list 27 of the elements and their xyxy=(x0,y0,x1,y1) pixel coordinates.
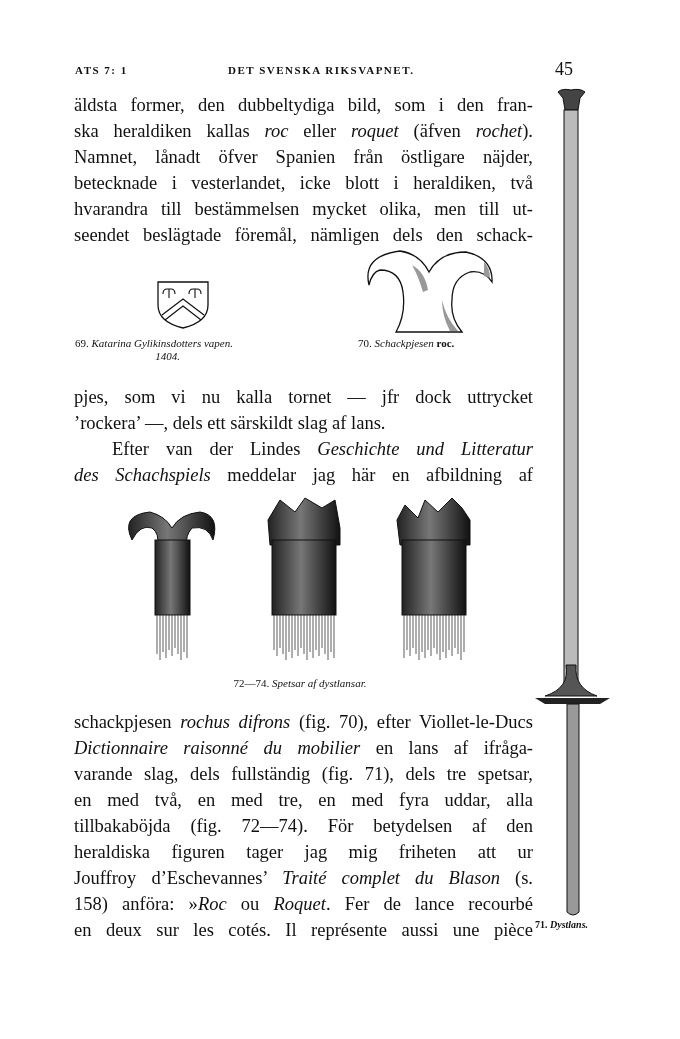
page-number: 45 xyxy=(555,59,573,80)
figure-caption: 70. Schackpjesen roc. xyxy=(358,337,455,350)
text-line: 158) anföra: »Roc ou Roquet. Fer de lance recourbé xyxy=(74,894,533,916)
text-line: tillbakaböjda (fig. 72—74). För betydelsen af den xyxy=(74,816,533,838)
text-line: Efter van der Lindes Geschichte und Litteratur xyxy=(112,439,533,461)
figure-caption: 1404. xyxy=(155,350,180,363)
text-line: pjes, som vi nu kalla tornet — jfr dock uttrycket xyxy=(74,387,533,409)
text-line: en med två, en med tre, en med fyra uddar, alla xyxy=(74,790,533,812)
text-line: äldsta former, den dubbeltydiga bild, som i den fran- xyxy=(74,95,533,117)
figure-caption: 71. Dystlans. xyxy=(535,919,589,931)
text-line: betecknade i vesterlandet, icke blott i heraldiken, två xyxy=(74,173,533,195)
text-line: ska heraldiken kallas roc eller roquet (äfven rochet). xyxy=(74,121,533,143)
text-line: hvarandra till bestämmelsen mycket olika, men till ut- xyxy=(74,199,533,221)
text-line: seendet beslägtade föremål, nämligen dels den schack- xyxy=(74,225,533,247)
running-head: DET SVENSKA RIKSVAPNET. xyxy=(228,64,415,77)
text-line: varande slag, dels fullständig (fig. 71), dels tre spetsar, xyxy=(74,764,533,786)
figure-caption: 72—74. Spetsar af dystlansar. xyxy=(233,677,367,690)
text-line: ’rockera’ —, dels ett särskildt slag af lans. xyxy=(74,413,386,435)
text-line: Dictionnaire raisonné du mobilier en lans af ifråga- xyxy=(74,738,533,760)
text-line: Namnet, lånadt öfver Spanien från östligare näjder, xyxy=(74,147,533,169)
text-line: heraldiska figuren tager jag mig friheten att ur xyxy=(74,842,533,864)
running-head: ATS 7: 1 xyxy=(75,64,128,77)
text-line: schackpjesen rochus difrons (fig. 70), efter Viollet-le-Ducs xyxy=(74,712,533,734)
text-line: des Schachspiels meddelar jag här en afbildning af xyxy=(74,465,533,487)
figure-caption: 69. Katarina Gylikinsdotters vapen. xyxy=(75,337,233,350)
text-line: en deux sur les cotés. Il représente aussi une pièce xyxy=(74,920,533,942)
text-line: Jouffroy d’Eschevannes’ Traité complet du Blason (s. xyxy=(74,868,533,890)
